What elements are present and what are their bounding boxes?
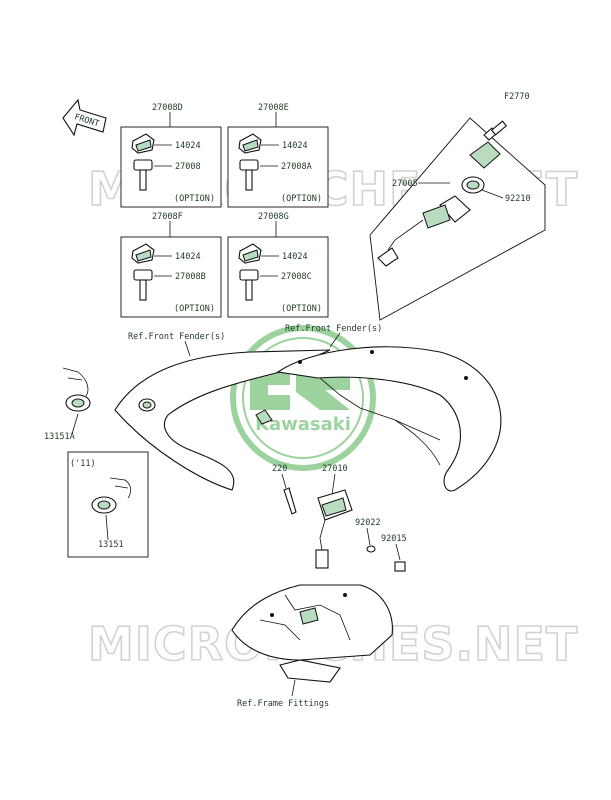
keyset-d-blank: 27008	[175, 162, 201, 172]
socket-13151a	[62, 367, 91, 412]
keyset-f-blank: 27008B	[175, 272, 206, 282]
socket-year: ('11)	[70, 459, 96, 469]
front-fender	[114, 346, 502, 492]
key-blank-icon	[239, 269, 259, 301]
washer-icon	[366, 545, 376, 553]
keyset-e-cap: 14024	[282, 141, 308, 151]
frame-fittings	[231, 584, 393, 683]
keyset-f-note: (OPTION)	[174, 304, 215, 314]
part-13151a: 13151A	[44, 432, 75, 442]
keyset-d-note: (OPTION)	[174, 194, 215, 204]
key-cap-icon	[238, 133, 262, 154]
ref-front-fender-right: Ref.Front Fender(s)	[285, 324, 382, 334]
clip-icon	[394, 561, 406, 572]
key-blank-icon	[133, 269, 153, 301]
part-220: 220	[272, 464, 287, 474]
key-blank-icon	[239, 159, 259, 191]
key-cap-icon	[131, 243, 155, 264]
keyset-g-note: (OPTION)	[281, 304, 322, 314]
keyset-f-label: 27008F	[152, 212, 183, 222]
keyset-e-note: (OPTION)	[281, 194, 322, 204]
kawasaki-logo: Kawasaki	[230, 325, 376, 471]
part-92015: 92015	[381, 534, 407, 544]
keyset-g-cap: 14024	[282, 252, 308, 262]
keyset-g-label: 27008G	[258, 212, 289, 222]
figure-code: F2770	[504, 92, 530, 102]
keyset-d-label: 27008D	[152, 103, 183, 113]
part-92210: 92210	[505, 194, 531, 204]
logo-text: Kawasaki	[255, 414, 351, 435]
socket-13151	[91, 477, 132, 514]
key-cap-icon	[131, 133, 155, 154]
key-cap-icon	[238, 243, 262, 264]
keyset-d-cap: 14024	[175, 141, 201, 151]
key-blank-icon	[133, 159, 153, 191]
ref-frame-fittings: Ref.Frame Fittings	[237, 699, 329, 709]
part-27005: 27005	[392, 179, 418, 189]
switch-27010	[315, 489, 353, 569]
keyset-e-blank: 27008A	[281, 162, 312, 172]
keyset-e-label: 27008E	[258, 103, 289, 113]
bolt-icon	[283, 487, 297, 515]
part-27010: 27010	[322, 464, 348, 474]
keyset-g-blank: 27008C	[281, 272, 312, 282]
part-92022: 92022	[355, 518, 381, 528]
part-13151: 13151	[98, 540, 124, 550]
keyset-f-cap: 14024	[175, 252, 201, 262]
ref-front-fender-left: Ref.Front Fender(s)	[128, 332, 225, 342]
ignition-switch-assembly	[369, 117, 546, 321]
front-arrow-icon: FRONT	[62, 98, 107, 137]
